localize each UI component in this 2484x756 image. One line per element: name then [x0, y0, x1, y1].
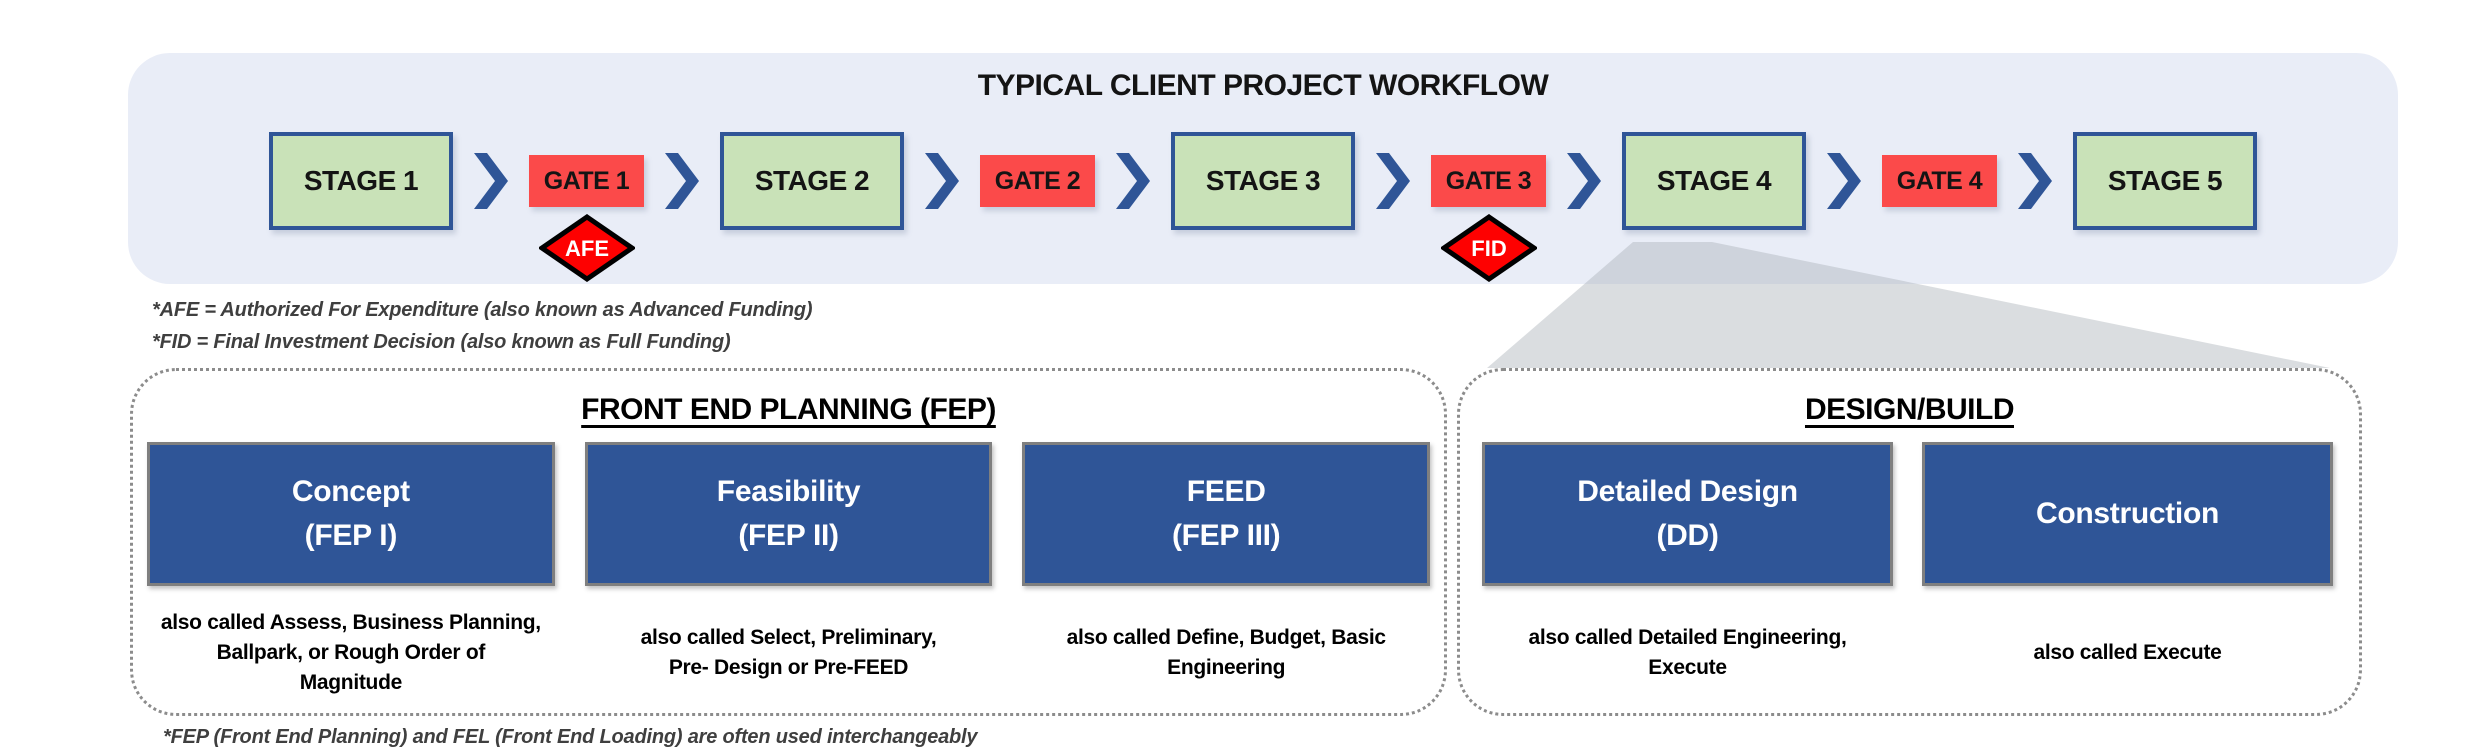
gate-group-1: GATE 1 AFE	[529, 155, 644, 282]
construction-phase-box: Construction	[1922, 442, 2333, 586]
fid-milestone-label: FID	[1471, 236, 1506, 261]
afe-milestone-diamond-icon: AFE	[538, 214, 635, 282]
arrow-chevron-icon	[2018, 153, 2052, 209]
workflow-title: TYPICAL CLIENT PROJECT WORKFLOW	[977, 69, 1549, 102]
stage-label: STAGE 5	[2107, 165, 2223, 196]
arrow-chevron-icon	[665, 153, 699, 209]
design-build-phase-row: Detailed Design (DD) Construction	[1482, 442, 2333, 586]
gate-group-2: GATE 2	[980, 155, 1095, 207]
stage-box-1: STAGE 1	[269, 132, 453, 230]
afe-footnote: *AFE = Authorized For Expenditure (also …	[152, 299, 813, 321]
desc-line: also called Define, Budget, Basic	[1066, 626, 1387, 649]
stage-box-2: STAGE 2	[720, 132, 904, 230]
desc-line: also called Select, Preliminary,	[640, 626, 937, 649]
fid-milestone-diamond-icon: FID	[1440, 214, 1537, 282]
arrow-chevron-icon	[1376, 153, 1410, 209]
stage-label: STAGE 4	[1656, 165, 1772, 196]
gate-box-1: GATE 1	[529, 155, 644, 207]
phase-name: Feasibility	[716, 474, 861, 508]
feasibility-phase-box: Feasibility (FEP II)	[584, 442, 993, 586]
gate-box-2: GATE 2	[980, 155, 1095, 207]
design-build-desc-row: also called Detailed Engineering, Execut…	[1482, 589, 2333, 717]
stage-label: STAGE 2	[754, 165, 870, 196]
phase-name: Construction	[2035, 496, 2220, 530]
arrow-chevron-icon	[925, 153, 959, 209]
desc-line: Pre- Design or Pre-FEED	[668, 656, 909, 679]
fep-section-title: FRONT END PLANNING (FEP)	[581, 393, 996, 426]
stage-box-5: STAGE 5	[2073, 132, 2257, 230]
phase-name: Detailed Design	[1577, 474, 1798, 508]
phase-code: (FEP II)	[738, 519, 839, 552]
desc-line: also called Assess, Business Planning,	[160, 611, 541, 634]
front-end-planning-section: FRONT END PLANNING (FEP) Concept (FEP I)…	[130, 368, 1447, 716]
workflow-panel: TYPICAL CLIENT PROJECT WORKFLOW STAGE 1 …	[128, 53, 2398, 284]
stage-box-3: STAGE 3	[1171, 132, 1355, 230]
feed-phase-box: FEED (FEP III)	[1022, 442, 1431, 586]
fid-footnote: *FID = Final Investment Decision (also k…	[152, 331, 731, 353]
detailed-design-phase-description: also called Detailed Engineering, Execut…	[1482, 589, 1893, 717]
phase-name: Concept	[291, 474, 410, 508]
design-build-section: DESIGN/BUILD Detailed Design (DD) Constr…	[1457, 368, 2362, 716]
gate-group-3: GATE 3 FID	[1431, 155, 1546, 282]
feasibility-phase-description: also called Select, Preliminary, Pre- De…	[585, 589, 993, 717]
gate-box-3: GATE 3	[1431, 155, 1546, 207]
desc-line: also called Detailed Engineering,	[1528, 626, 1847, 649]
feed-phase-description: also called Define, Budget, Basic Engine…	[1022, 589, 1430, 717]
phase-code: (FEP III)	[1171, 519, 1281, 552]
fep-fel-footnote: *FEP (Front End Planning) and FEL (Front…	[163, 726, 978, 748]
afe-milestone-label: AFE	[565, 236, 609, 261]
desc-line: also called Execute	[2033, 641, 2222, 664]
arrow-chevron-icon	[1827, 153, 1861, 209]
desc-line: Ballpark, or Rough Order of	[216, 641, 486, 664]
workflow-footnotes: *AFE = Authorized For Expenditure (also …	[152, 294, 813, 358]
desc-line: Engineering	[1167, 656, 1286, 679]
fep-phase-row: Concept (FEP I) Feasibility (FEP II) FEE…	[147, 442, 1431, 586]
design-build-section-title: DESIGN/BUILD	[1804, 393, 2015, 426]
detailed-design-phase-box: Detailed Design (DD)	[1482, 442, 1893, 586]
desc-line: Magnitude	[299, 671, 403, 694]
concept-phase-description: also called Assess, Business Planning, B…	[147, 589, 555, 717]
phase-name: FEED	[1186, 474, 1266, 508]
workflow-sequence: STAGE 1 GATE 1 AFE STAGE 2 GATE 2 STAGE …	[128, 132, 2398, 282]
stage-box-4: STAGE 4	[1622, 132, 1806, 230]
concept-phase-box: Concept (FEP I)	[147, 442, 555, 586]
construction-phase-description: also called Execute	[1922, 589, 2333, 717]
arrow-chevron-icon	[1116, 153, 1150, 209]
fep-desc-row: also called Assess, Business Planning, B…	[147, 589, 1430, 717]
gate-box-4: GATE 4	[1882, 155, 1997, 207]
arrow-chevron-icon	[474, 153, 508, 209]
stage-label: STAGE 1	[303, 165, 419, 196]
gate-group-4: GATE 4	[1882, 155, 1997, 207]
phase-code: (DD)	[1656, 519, 1719, 552]
phase-code: (FEP I)	[304, 519, 398, 552]
desc-line: Execute	[1648, 656, 1727, 679]
arrow-chevron-icon	[1567, 153, 1601, 209]
stage-label: STAGE 3	[1205, 165, 1321, 196]
